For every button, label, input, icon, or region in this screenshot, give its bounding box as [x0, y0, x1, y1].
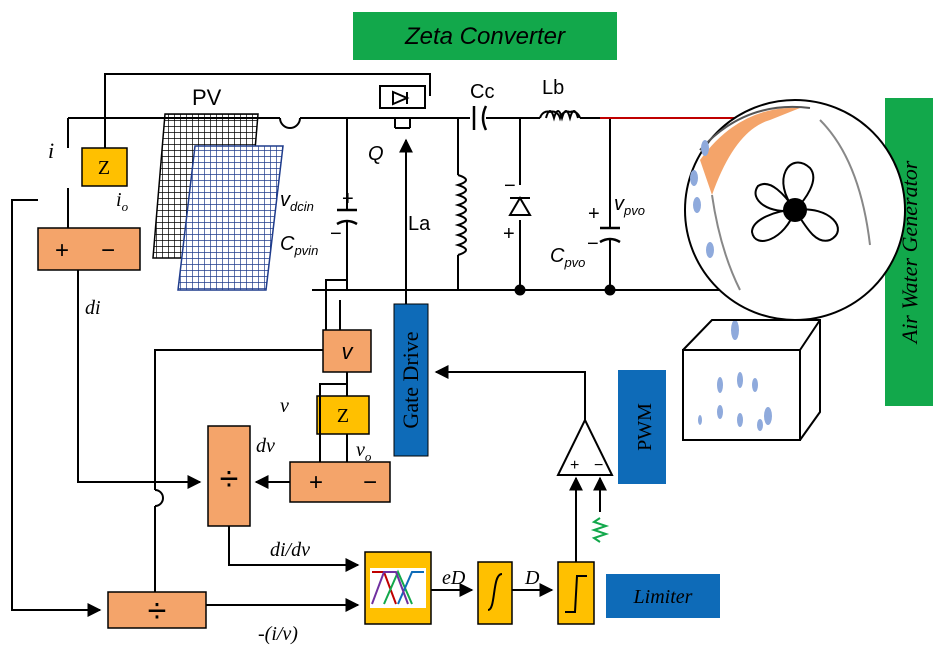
- v-label: v: [280, 395, 289, 417]
- pv-label: PV: [192, 85, 222, 110]
- current-sum-block: + −: [37, 227, 141, 271]
- svg-text:−: −: [594, 457, 603, 474]
- iv-label: -(i/v): [258, 623, 298, 645]
- pwm-banner: PWM: [618, 370, 666, 484]
- voltage-v-block: v: [322, 329, 372, 373]
- voltage-sum-block: + −: [289, 461, 391, 503]
- di-label: di: [85, 297, 101, 319]
- voltage-sensor-block: Z: [316, 395, 370, 435]
- zeta-converter-title: Zeta Converter: [404, 23, 566, 50]
- la-inductor-icon: [454, 174, 467, 256]
- didv-label: di/dv: [270, 539, 310, 561]
- svg-text:PWM: PWM: [634, 403, 656, 451]
- vdcin-label: vdcin: [280, 189, 314, 214]
- zeta-converter-banner: Zeta Converter: [353, 12, 617, 60]
- cpvo-capacitor-icon: [599, 226, 621, 244]
- svg-text:Z: Z: [98, 157, 110, 179]
- cc-label: Cc: [470, 81, 494, 103]
- svg-text:÷: ÷: [220, 460, 239, 498]
- svg-text:−: −: [101, 237, 115, 264]
- vo-label: vo: [356, 439, 372, 464]
- svg-text:Gate Drive: Gate Drive: [398, 331, 423, 428]
- cpvin-minus: −: [330, 223, 342, 245]
- diode-icon: [508, 196, 532, 216]
- vpvo-label: vpvo: [614, 193, 645, 218]
- diode-plus: +: [503, 223, 515, 245]
- i-label: i: [48, 138, 54, 163]
- current-sensor-block: Z: [81, 147, 128, 187]
- water-tank-icon: [682, 319, 821, 441]
- cc-capacitor-icon: [472, 105, 488, 131]
- fan-generator-icon: [684, 99, 906, 340]
- io-label: io: [116, 189, 129, 214]
- cpvo-label: Cpvo: [550, 245, 585, 270]
- divide-block-2: ÷: [107, 591, 207, 630]
- fuzzy-logic-block: [364, 551, 432, 625]
- gate-drive-block: Gate Drive: [393, 303, 429, 457]
- switch-q-icon: [379, 85, 426, 129]
- vdcin-plus: +: [342, 188, 354, 210]
- lb-label: Lb: [542, 77, 564, 99]
- cpvin-capacitor-icon: [336, 208, 358, 226]
- limiter-banner: Limiter: [606, 574, 720, 618]
- d-label: D: [524, 567, 540, 589]
- lb-inductor-icon: [539, 110, 581, 122]
- diode-minus: −: [504, 175, 516, 197]
- cpvo-minus: −: [587, 233, 599, 255]
- control-wires: [11, 138, 607, 617]
- sawtooth-icon: [590, 517, 610, 543]
- cpvin-label: Cpvin: [280, 233, 318, 258]
- vpvo-plus: +: [588, 203, 600, 225]
- svg-text:+: +: [55, 237, 69, 264]
- integrator-block: [477, 561, 513, 625]
- ed-label: eD: [442, 567, 466, 589]
- divide-block-1: ÷: [207, 425, 251, 527]
- la-label: La: [408, 213, 431, 235]
- svg-text:÷: ÷: [148, 592, 167, 630]
- svg-text:Limiter: Limiter: [633, 586, 693, 608]
- svg-text:+: +: [309, 469, 323, 496]
- svg-text:v: v: [342, 339, 355, 364]
- pv-panel-icon: [152, 113, 284, 291]
- svg-text:+: +: [570, 457, 579, 474]
- svg-text:Z: Z: [337, 405, 349, 427]
- limiter-block: [557, 561, 595, 625]
- pwm-comparator-icon: + −: [556, 417, 614, 476]
- dv-label: dv: [256, 435, 275, 457]
- svg-text:−: −: [363, 469, 377, 496]
- q-label: Q: [368, 143, 384, 165]
